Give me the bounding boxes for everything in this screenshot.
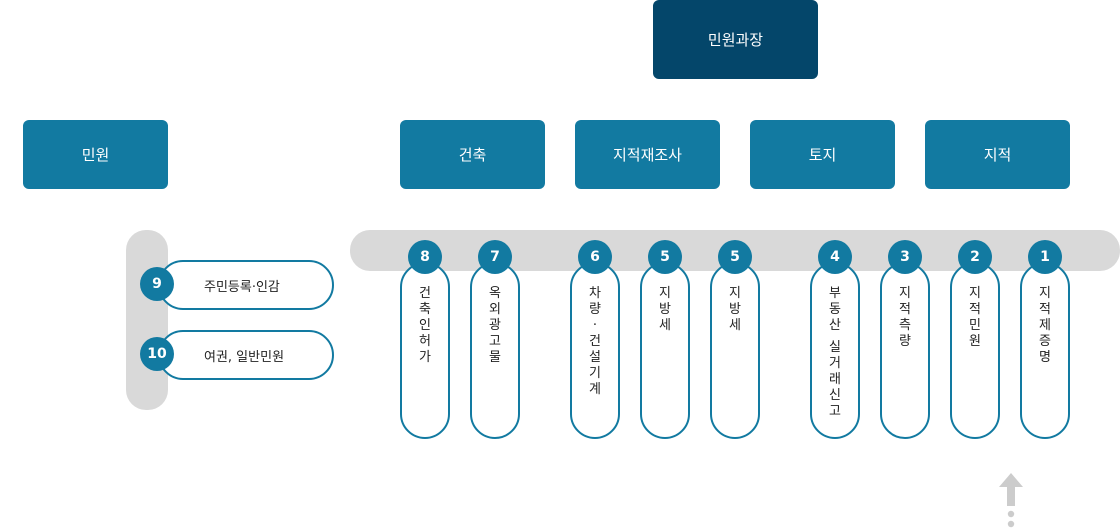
number-text: 8 — [420, 249, 430, 265]
left-item-pill: 주민등록·인감 — [158, 260, 334, 310]
dept-box-land: 토지 — [750, 120, 895, 189]
number-text: 5 — [660, 249, 670, 265]
window-number: 3 — [888, 240, 922, 274]
left-item-number: 10 — [140, 337, 174, 371]
dept-label: 지적 — [983, 146, 1012, 164]
number-text: 10 — [147, 346, 167, 362]
number-text: 4 — [830, 249, 840, 265]
head-label: 민원과장 — [707, 31, 764, 49]
number-text: 9 — [152, 276, 162, 292]
window-number: 8 — [408, 240, 442, 274]
dept-box-minwon: 민원 — [23, 120, 168, 189]
window-number: 6 — [578, 240, 612, 274]
window-number: 5 — [718, 240, 752, 274]
window-number: 2 — [958, 240, 992, 274]
number-text: 2 — [970, 249, 980, 265]
left-track — [126, 230, 168, 410]
dept-label: 건축 — [458, 146, 487, 164]
left-item-number: 9 — [140, 267, 174, 301]
number-text: 5 — [730, 249, 740, 265]
dept-label: 지적재조사 — [612, 146, 682, 164]
dept-box-architecture: 건축 — [400, 120, 545, 189]
number-text: 7 — [490, 249, 500, 265]
dept-box-cadastral-resurvey: 지적재조사 — [575, 120, 720, 189]
left-item-label: 주민등록·인감 — [204, 279, 280, 295]
up-arrow-icon — [999, 473, 1023, 528]
dept-label: 민원 — [81, 146, 110, 164]
window-number: 7 — [478, 240, 512, 274]
number-text: 3 — [900, 249, 910, 265]
left-item-pill: 여권, 일반민원 — [158, 330, 334, 380]
number-text: 6 — [590, 249, 600, 265]
head-box: 민원과장 — [653, 0, 818, 79]
window-number: 1 — [1028, 240, 1062, 274]
left-item-label: 여권, 일반민원 — [204, 349, 285, 365]
dept-label: 토지 — [808, 146, 837, 164]
window-number: 5 — [648, 240, 682, 274]
dept-box-cadastral: 지적 — [925, 120, 1070, 189]
number-text: 1 — [1040, 249, 1050, 265]
window-number: 4 — [818, 240, 852, 274]
